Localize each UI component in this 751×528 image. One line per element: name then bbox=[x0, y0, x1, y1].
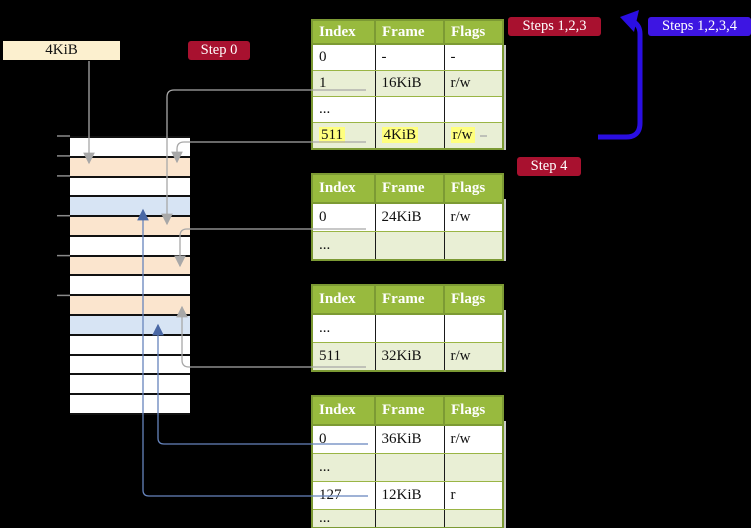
table-cell: - bbox=[374, 43, 445, 71]
table-row: 511 4KiB r/w bbox=[311, 122, 504, 150]
table-cell: r/w bbox=[443, 70, 504, 97]
table-cell: 127 bbox=[311, 481, 376, 510]
memory-row-blue bbox=[70, 316, 190, 336]
table-cell: 4KiB bbox=[374, 122, 445, 150]
table-cell bbox=[374, 313, 445, 343]
table-cell bbox=[443, 509, 504, 528]
table-cell: r bbox=[443, 481, 504, 510]
table-cell: 511 bbox=[311, 122, 376, 150]
column-header-frame: Frame bbox=[374, 284, 445, 315]
table-row: ... bbox=[311, 96, 504, 123]
table-cell bbox=[374, 231, 445, 261]
table-cell bbox=[374, 453, 445, 482]
table-cell bbox=[443, 96, 504, 123]
table-row: 0-- bbox=[311, 43, 504, 71]
table-cell: ... bbox=[311, 453, 376, 482]
table-cell: 36KiB bbox=[374, 424, 445, 454]
column-header-frame: Frame bbox=[374, 19, 445, 45]
table-row: ... bbox=[311, 509, 504, 528]
memory-row-white bbox=[70, 236, 190, 257]
memory-row-peach bbox=[70, 256, 190, 277]
memory-row-peach bbox=[70, 217, 190, 237]
table-cell: 0 bbox=[311, 202, 376, 232]
column-header-frame: Frame bbox=[374, 173, 445, 204]
table-cell: r/w bbox=[443, 202, 504, 232]
column-header-index: Index bbox=[311, 173, 376, 204]
table-cell: r/w bbox=[443, 342, 504, 372]
table-cell: r/w bbox=[443, 122, 504, 150]
table-row: ... bbox=[311, 453, 504, 482]
translation-loop-arrow bbox=[598, 10, 643, 140]
memory-row-white bbox=[70, 355, 190, 376]
memory-row-blue bbox=[70, 197, 190, 218]
table-cell: 0 bbox=[311, 43, 376, 71]
table-cell: 16KiB bbox=[374, 70, 445, 97]
table-cell bbox=[443, 313, 504, 343]
table-row: ... bbox=[311, 231, 504, 261]
column-header-index: Index bbox=[311, 395, 376, 426]
memory-row-white bbox=[70, 335, 190, 356]
table-row: ... bbox=[311, 313, 504, 343]
column-header-flags: Flags bbox=[443, 395, 504, 426]
highlighted-value: r/w bbox=[450, 127, 475, 143]
column-header-flags: Flags bbox=[443, 173, 504, 204]
column-header-frame: Frame bbox=[374, 395, 445, 426]
step-0-badge: Step 0 bbox=[188, 41, 250, 60]
memory-row-white bbox=[70, 276, 190, 297]
page-size-label: 4KiB bbox=[3, 41, 120, 60]
table-cell: 0 bbox=[311, 424, 376, 454]
table-cell bbox=[374, 509, 445, 528]
column-header-flags: Flags bbox=[443, 284, 504, 315]
steps-1234-badge: Steps 1,2,3,4 bbox=[648, 17, 751, 36]
table-cell: r/w bbox=[443, 424, 504, 454]
table-cell bbox=[443, 453, 504, 482]
highlighted-value: 4KiB bbox=[381, 127, 419, 143]
memory-row-white bbox=[70, 395, 190, 415]
memory-tick-marks bbox=[57, 135, 70, 297]
memory-row-peach bbox=[70, 296, 190, 317]
table-cell: 1 bbox=[311, 70, 376, 97]
table-cell: 24KiB bbox=[374, 202, 445, 232]
memory-row-peach bbox=[70, 157, 190, 178]
column-header-index: Index bbox=[311, 19, 376, 45]
table-cell: 511 bbox=[311, 342, 376, 372]
table-cell: ... bbox=[311, 96, 376, 123]
column-header-flags: Flags bbox=[443, 19, 504, 45]
table-cell bbox=[443, 231, 504, 261]
table-cell: - bbox=[443, 43, 504, 71]
table-cell: 32KiB bbox=[374, 342, 445, 372]
table-cell: 12KiB bbox=[374, 481, 445, 510]
column-header-index: Index bbox=[311, 284, 376, 315]
physical-memory-stack bbox=[70, 136, 190, 415]
memory-row-white bbox=[70, 375, 190, 396]
table-cell: ... bbox=[311, 313, 376, 343]
step-4-badge: Step 4 bbox=[517, 157, 581, 176]
table-cell: ... bbox=[311, 509, 376, 528]
highlighted-value: 511 bbox=[319, 127, 345, 143]
steps-123-badge: Steps 1,2,3 bbox=[508, 17, 601, 36]
table-cell bbox=[374, 96, 445, 123]
memory-row-white bbox=[70, 177, 190, 198]
memory-row-white bbox=[70, 138, 190, 158]
table-cell: ... bbox=[311, 231, 376, 261]
